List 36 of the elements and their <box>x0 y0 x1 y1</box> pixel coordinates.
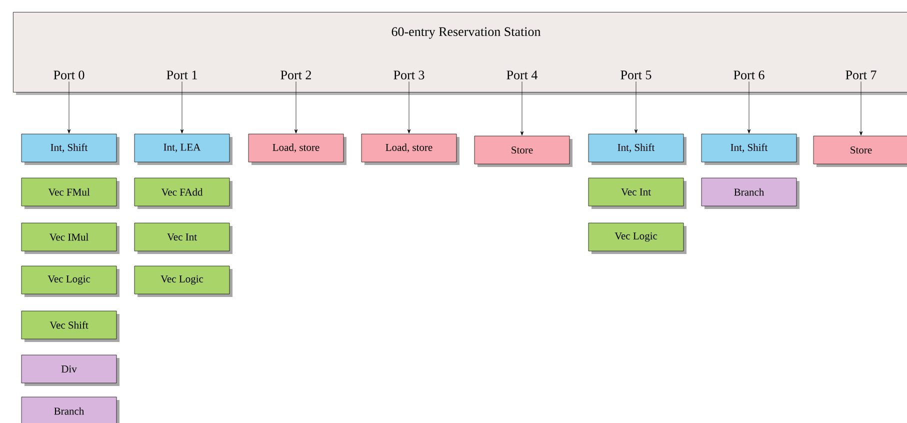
unit-box: Vec Logic <box>21 266 120 297</box>
port-label: Port 5 <box>620 70 652 80</box>
arrow <box>859 81 863 136</box>
unit-box: Vec Int <box>134 222 232 254</box>
arrow <box>180 81 184 134</box>
unit-box: Vec IMul <box>21 222 120 254</box>
unit-box: Vec FAdd <box>134 178 232 209</box>
port-label: Port 0 <box>54 70 84 80</box>
unit-box: Vec Logic <box>134 266 232 297</box>
unit-box: Vec Int <box>588 178 686 209</box>
arrow <box>294 81 298 134</box>
unit-box: Int, Shift <box>701 134 800 165</box>
port-label: Port 4 <box>506 70 538 80</box>
port-label: Port 6 <box>734 70 764 80</box>
unit-box: Branch <box>701 178 800 209</box>
unit-box: Load, store <box>361 134 460 165</box>
arrow <box>634 81 638 134</box>
arrow <box>67 81 71 134</box>
arrow <box>520 81 524 136</box>
arrow <box>747 81 751 134</box>
unit-box: Load, store <box>248 134 346 165</box>
port-label: Port 7 <box>846 70 876 80</box>
unit-box: Store <box>813 136 907 167</box>
unit-box: Branch <box>21 396 120 423</box>
unit-box: Int, Shift <box>588 134 686 165</box>
unit-box: Vec Shift <box>21 310 120 342</box>
unit-box: Int, LEA <box>134 134 232 165</box>
port-label: Port 2 <box>280 70 311 80</box>
unit-box: Vec Logic <box>588 222 686 254</box>
unit-box: Div <box>21 354 120 386</box>
arrow <box>407 81 411 134</box>
port-label: Port 1 <box>166 70 197 80</box>
unit-box: Int, Shift <box>21 134 120 165</box>
unit-box: Store <box>474 136 572 167</box>
unit-box: Vec FMul <box>21 178 120 209</box>
port-label: Port 3 <box>394 70 424 80</box>
